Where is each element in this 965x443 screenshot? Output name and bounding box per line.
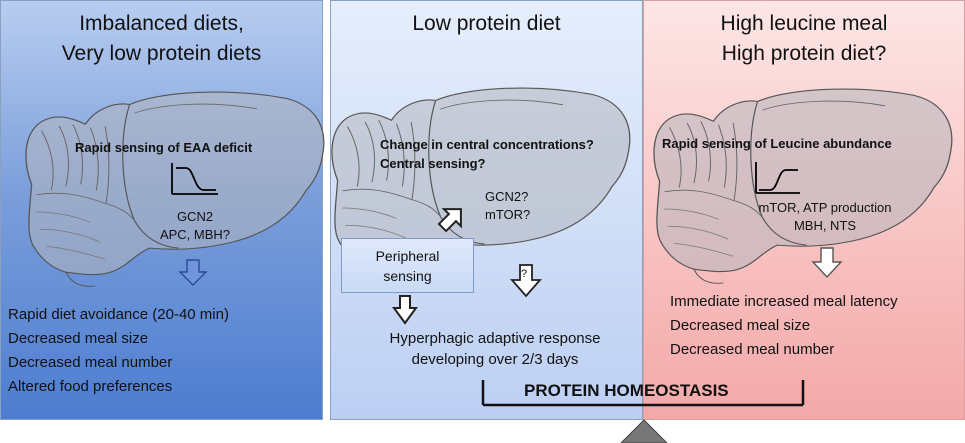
central-line-1: Change in central concentrations? [380,137,594,152]
central-line-2: Central sensing? [380,156,486,171]
left-outcome-4: Altered food preferences [8,378,173,395]
peripheral-line-2: sensing [383,268,432,284]
left-brain [25,91,325,287]
right-brain [653,88,953,284]
fulcrum-triangle [620,419,668,443]
right-outcome-3: Decreased meal number [670,341,835,358]
right-outcome-2: Decreased meal size [670,317,811,334]
right-outcome-1: Immediate increased meal latency [670,293,898,310]
left-outcomes: Rapid diet avoidance (20-40 min) Decreas… [8,303,229,399]
balance-beam [481,380,805,407]
middle-outcome: Hyperphagic adaptive response developing… [355,328,635,370]
right-panel-title: High leucine meal High protein diet? [644,9,964,69]
left-panel-title: Imbalanced diets, Very low protein diets [1,9,322,69]
left-outcome-1: Rapid diet avoidance (20-40 min) [8,306,229,323]
middle-panel-title: Low protein diet [412,12,561,35]
question-mark-label: ? [521,268,528,280]
central-down-arrow-icon [510,264,542,298]
right-outcomes: Immediate increased meal latency Decreas… [670,290,898,362]
right-sensing-label: Rapid sensing of Leucine abundance [662,136,892,151]
peripheral-line-1: Peripheral [375,248,440,264]
left-title-line-2: Very low protein diets [61,42,262,65]
left-outcome-2: Decreased meal size [8,330,149,347]
right-title-line-1: High leucine meal [720,12,888,35]
right-down-arrow-icon [811,247,843,279]
left-mechanisms: GCN2 APC, MBH? [150,208,240,244]
right-mechanisms: mTOR, ATP production MBH, NTS [745,199,905,235]
abundance-curve-icon [755,162,800,194]
left-mechanism-2: APC, MBH? [159,227,231,242]
peripheral-down-arrow-icon [392,295,418,325]
left-mechanism-1: GCN2 [176,209,214,224]
middle-outcome-line-2: developing over 2/3 days [411,351,579,368]
right-title-line-2: High protein diet? [721,42,887,65]
right-mechanism-2: MBH, NTS [793,218,857,233]
left-title-line-1: Imbalanced diets, [79,12,244,35]
middle-mechanism-2: mTOR? [485,207,531,222]
central-sensing-label: Change in central concentrations? Centra… [380,135,594,173]
peripheral-to-central-arrow-icon [437,208,462,233]
middle-mechanisms: GCN2? mTOR? [485,188,530,224]
left-sensing-label: Rapid sensing of EAA deficit [75,140,253,155]
middle-mechanism-1: GCN2? [485,189,529,204]
left-outcome-3: Decreased meal number [8,354,173,371]
left-down-arrow-icon [178,259,208,286]
peripheral-sensing-box: Peripheral sensing [341,238,474,293]
right-mechanism-1: mTOR, ATP production [758,200,892,215]
middle-outcome-line-1: Hyperphagic adaptive response [389,330,601,347]
protein-homeostasis-label: PROTEIN HOMEOSTASIS [524,381,729,400]
deficit-curve-icon [171,163,218,195]
